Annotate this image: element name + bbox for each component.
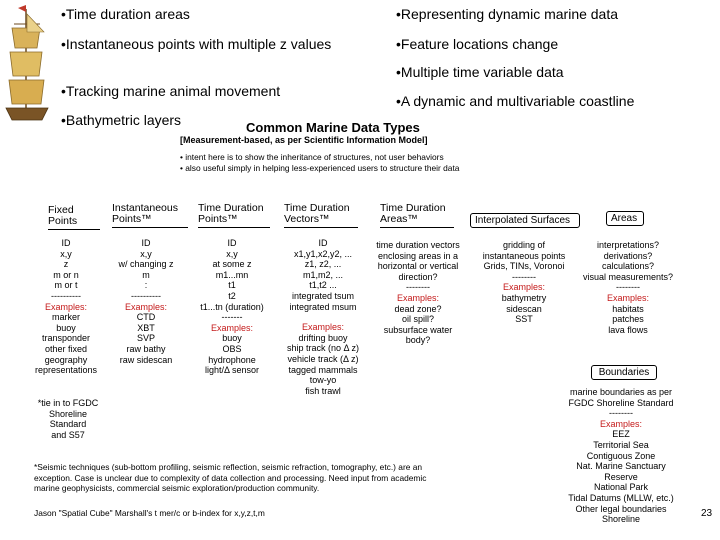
column-head-time-duration-points: Time Duration Points™ xyxy=(198,203,270,228)
seismic-footnote: *Seismic techniques (sub-bottom profilin… xyxy=(34,462,454,494)
diagram-note-1: • intent here is to show the inheritance… xyxy=(180,152,444,163)
boundaries-head: Boundaries xyxy=(591,365,657,380)
sailing-ship-icon xyxy=(4,4,50,124)
credit-line: Jason "Spatial Cube" Marshall's t mer/c … xyxy=(34,508,334,519)
column-head-fixed-points: Fixed Points xyxy=(48,205,100,230)
bullet-left-3: Tracking marine animal movement xyxy=(61,83,381,100)
column-areas: interpretations?derivations?calculations… xyxy=(580,240,676,335)
bullet-right-3: Multiple time variable data xyxy=(396,64,716,81)
column-head-areas: Areas xyxy=(606,211,644,226)
diagram-title: Common Marine Data Types xyxy=(246,120,420,135)
diagram-note-2: • also useful simply in helping less-exp… xyxy=(180,163,459,174)
bullet-right-2: Feature locations change xyxy=(396,36,716,53)
page-number: 23 xyxy=(701,508,712,519)
column-head-time-duration-areas: Time Duration Areas™ xyxy=(380,203,454,228)
bullet-right-1: Representing dynamic marine data xyxy=(396,6,716,23)
diagram-subtitle: [Measurement-based, as per Scientific In… xyxy=(180,135,428,145)
column-head-time-duration-vectors: Time Duration Vectors™ xyxy=(284,203,358,228)
column-head-interpolated-surfaces: Interpolated Surfaces xyxy=(470,213,580,228)
bullet-left-2: Instantaneous points with multiple z val… xyxy=(61,36,381,53)
bullet-left-4: Bathymetric layers xyxy=(61,112,261,129)
column-head-instantaneous-points: Instantaneous Points™ xyxy=(112,203,188,228)
bullet-left-1: Time duration areas xyxy=(61,6,381,23)
bullet-right-4: A dynamic and multivariable coastline xyxy=(396,93,716,110)
